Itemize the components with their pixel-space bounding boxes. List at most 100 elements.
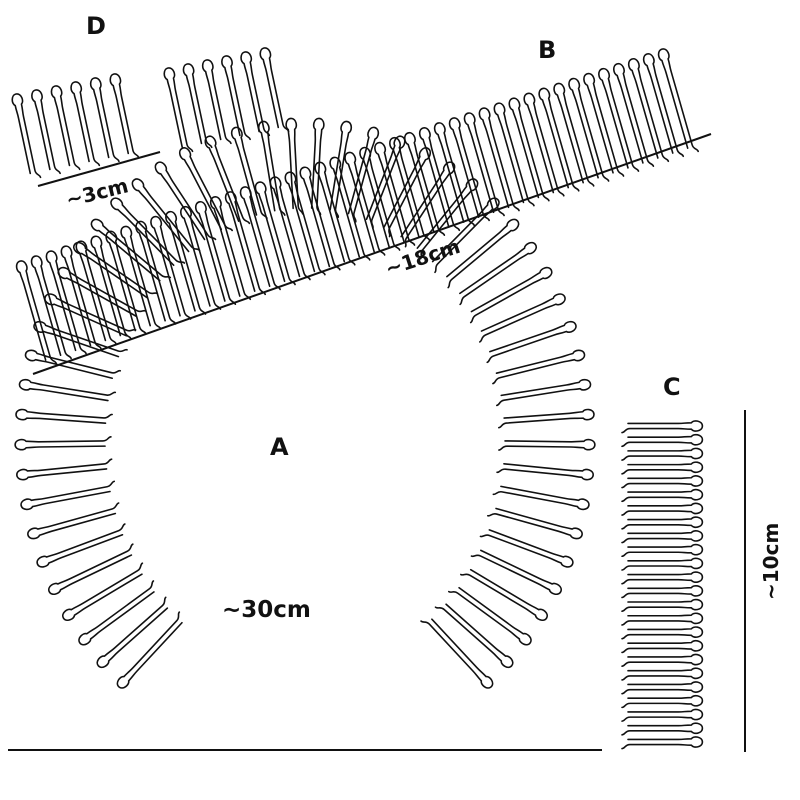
comb-a-tooth [15,408,113,425]
comb-a-tooth [469,266,553,324]
comb-a-tooth [416,178,479,260]
comb-c: C ~10cm [621,373,783,752]
comb-a-tooth [487,507,583,540]
comb-a-tooth [365,135,406,230]
comb-d-tooth [70,81,101,167]
comb-a-size-label: ~30cm [222,597,311,623]
comb-a-tooth [492,485,590,511]
comb-c-tooth [621,626,704,640]
comb-a-tooth [479,529,574,568]
comb-a-tooth [178,147,234,232]
comb-b-tooth [389,136,431,241]
comb-c-tooth [621,653,704,667]
comb-a-tooth [57,266,147,317]
comb-b-tooth [657,48,699,153]
comb-b-tooth [344,151,386,256]
comb-a-tooth [478,293,566,343]
comb-c-tooth [621,502,704,516]
comb-b-tooth [30,255,72,360]
comb-c-tooth [621,447,704,461]
comb-c-tooth [621,557,704,571]
comb-b-tooth [627,58,670,163]
comb-c-tooth [621,667,704,681]
comb-b-tooth [553,82,595,187]
comb-a-tooth [16,458,113,481]
comb-c-tooth [621,639,704,654]
comb-b-tooth [194,201,237,306]
comb-a-tooth [204,135,251,225]
comb-b-tooth [284,171,326,276]
comb-a-tooth [96,596,169,669]
comb-c-tooth [621,722,704,736]
comb-c-tooth [621,475,704,489]
comb-b-tooth [374,141,416,246]
comb-c-tooth [621,571,704,585]
comb-b-teeth [15,48,699,365]
comb-a-tooth [285,117,304,215]
comb-a-tooth [24,349,122,380]
comb-b-tooth [105,230,147,335]
comb-a-tooth [470,549,562,596]
comb-c-tooth [621,584,704,599]
comb-c-tooth [621,708,704,722]
comb-a-tooth [44,293,137,337]
comb-a-tooth [36,523,126,568]
comb-b-tooth [583,72,625,177]
comb-b-label: B [538,36,556,64]
comb-c-label: C [663,373,681,401]
comb-a-tooth [459,241,537,306]
comb-c-tooth [621,433,704,448]
comb-a-tooth [78,580,155,646]
comb-b-tooth [523,92,565,197]
comb-b-dimension-line [32,133,712,375]
comb-a-tooth [20,480,116,511]
comb-b-tooth [120,225,162,330]
comb-c-tooth [621,516,704,530]
comb-b-tooth [75,240,117,345]
comb-d-tooth [11,93,42,179]
comb-d-tooth [182,63,213,149]
comb-a-tooth [257,120,286,216]
comb-a-tooth [154,161,217,241]
comb-c-tooth [621,612,704,626]
comb-a-tooth [496,462,594,481]
comb-b-tooth [642,53,685,158]
comb-b-tooth [568,77,610,182]
comb-a-tooth [446,218,520,289]
comb-d-tooth [240,51,271,137]
comb-a-tooth [400,161,456,248]
comb-b-tooth [598,67,640,172]
comb-b-tooth [209,196,252,301]
comb-a-tooth [62,562,144,622]
comb-d-size-label: ~3cm [63,173,130,212]
comb-d-dimension-line [37,151,161,187]
comb-a-tooth [347,126,380,223]
comb-a-tooth [420,618,494,689]
comb-d-tooth [31,89,61,175]
comb-d-tooth [89,77,120,163]
comb-a-tooth [383,147,432,238]
comb-a-tooth [486,320,577,364]
comb-b-tooth [135,220,177,325]
comb-c-tooth [621,530,704,544]
comb-a-tooth [27,502,120,540]
comb-b-tooth [15,260,57,365]
comb-d-tooth [50,85,81,171]
comb-b: B ~18cm [15,36,712,375]
comb-d-piece-2 [163,47,290,153]
comb-b-tooth [254,181,296,286]
comb-d-tooth [201,59,232,145]
comb-c-tooth [621,736,704,750]
comb-a-tooth [73,241,159,299]
comb-a-tooth [14,436,112,451]
comb-a-tooth [230,126,268,220]
comb-b-tooth [314,161,356,266]
comb-b-tooth [45,250,87,355]
comb-c-tooth [621,681,704,695]
comb-b-tooth [269,176,311,281]
comb-c-tooth [621,461,704,475]
comb-b-tooth [299,166,341,271]
comb-c-tooth [621,488,704,503]
comb-b-tooth [150,215,192,320]
